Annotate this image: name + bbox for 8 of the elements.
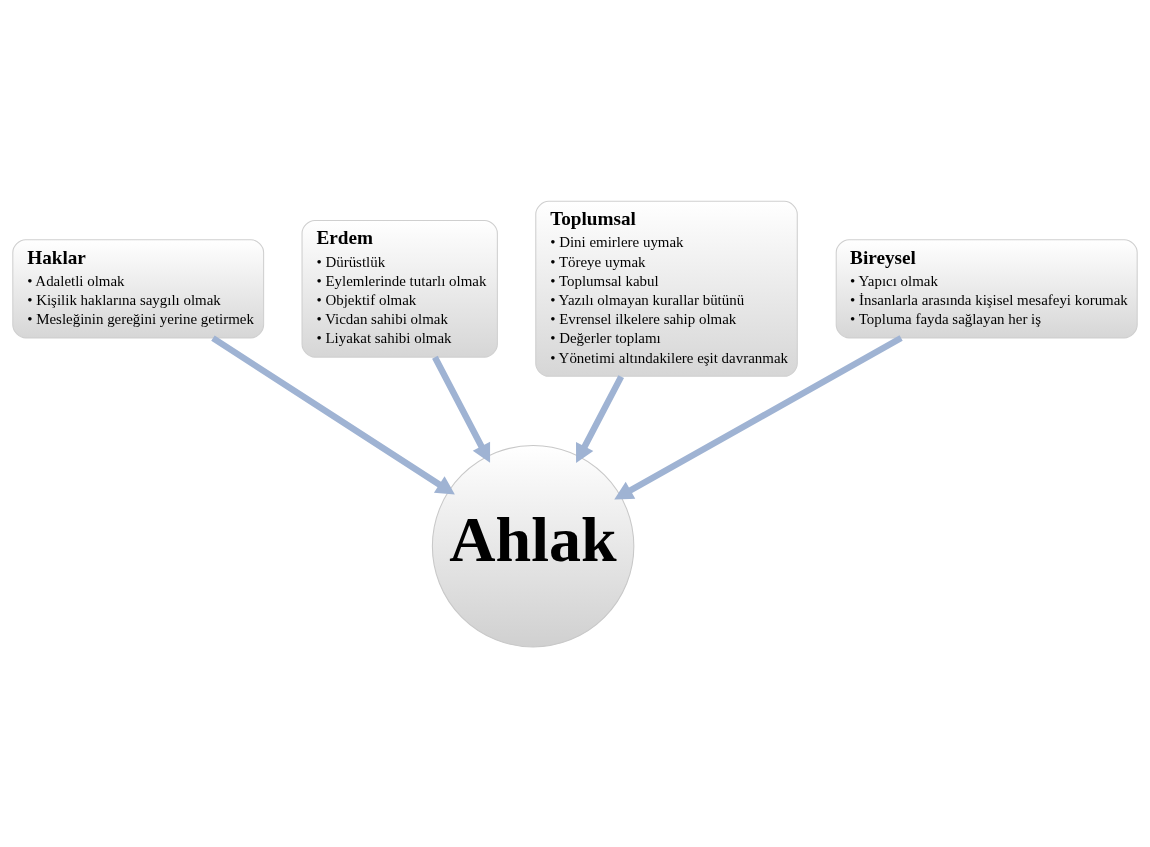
node-box: Toplumsal • Dini emirlere uymak • Töreye uymak • Toplumsal kabul • Yazılı olmayan kurallar bütünü • Evrensel ilkelere sahip olmak • Değerler toplamı • Yönetimi altındakilere eşit davranmak bbox=[535, 200, 798, 377]
node-box: Haklar • Adaletli olmak • Kişilik haklarına saygılı olmak • Mesleğinin gereğini yerine getirmek bbox=[12, 238, 265, 338]
arrow bbox=[211, 335, 455, 495]
arrow bbox=[576, 374, 624, 463]
arrow bbox=[432, 355, 491, 463]
node-box: Erdem • Dürüstlük • Eylemlerinde tutarlı olmak • Objektif olmak • Vicdan sahibi olmak • Liyakat sahibi olmak bbox=[301, 219, 498, 358]
node-box: Bireysel • Yapıcı olmak • İnsanlarla arasında kişisel mesafeyi korumak • Topluma fayda sağlayan her iş bbox=[835, 238, 1138, 338]
arrow bbox=[614, 334, 903, 499]
